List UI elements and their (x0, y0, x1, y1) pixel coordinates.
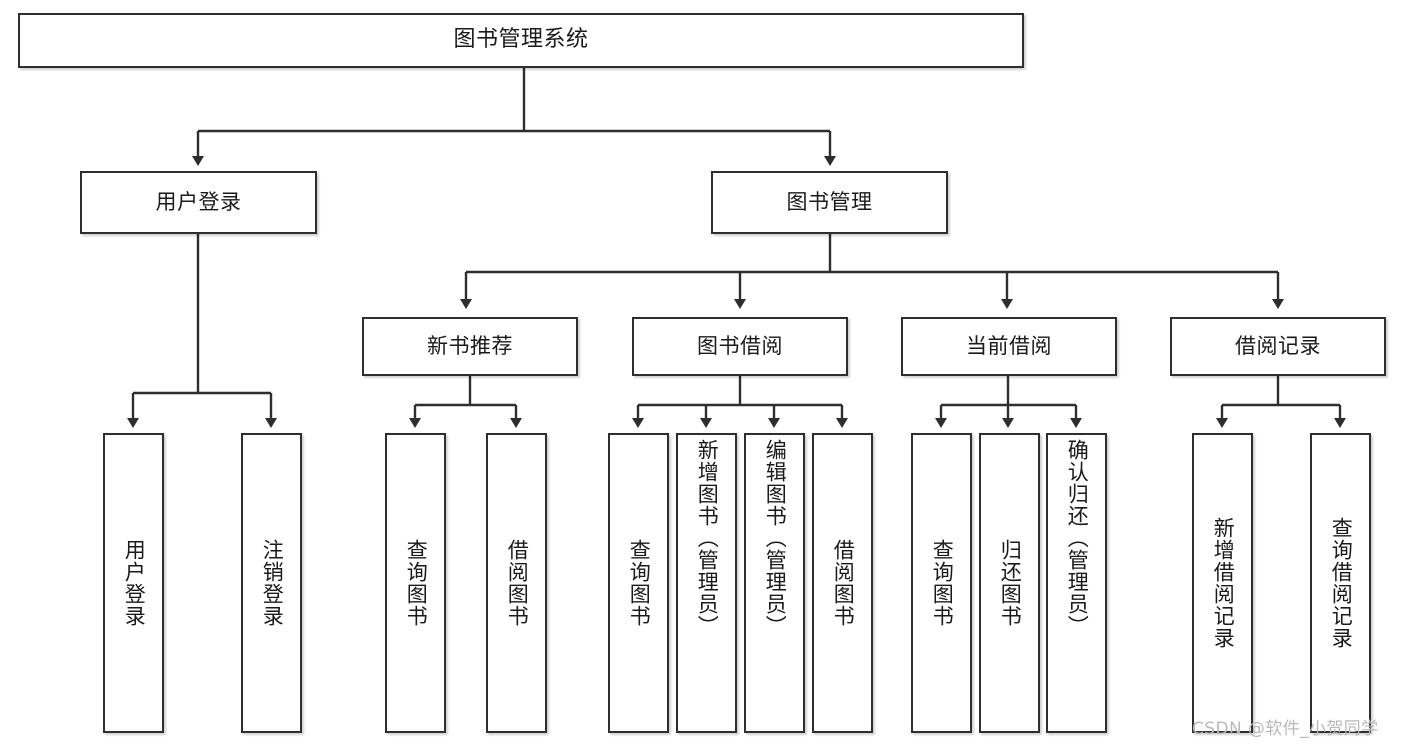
node-label: 图书借阅 (697, 333, 783, 358)
node-label: 新书推荐 (427, 333, 513, 358)
node-label: 查询图书 (404, 539, 429, 627)
leaf-borrow-record-add-record[interactable]: 新增借阅记录 (1192, 433, 1253, 733)
node-label: 注销登录 (260, 539, 285, 627)
node-label: 借阅记录 (1235, 333, 1321, 358)
node-label: 当前借阅 (966, 333, 1052, 358)
node-borrowing-records[interactable]: 借阅记录 (1170, 317, 1386, 376)
node-label: 编辑图书（管理员） (763, 439, 788, 637)
node-label: 查询借阅记录 (1329, 517, 1354, 649)
leaf-current-borrow-confirm-return-admin[interactable]: 确认归还（管理员） (1046, 433, 1107, 733)
leaf-borrow-record-query-record[interactable]: 查询借阅记录 (1310, 433, 1371, 733)
node-label: 查询图书 (930, 539, 955, 627)
node-book-management[interactable]: 图书管理 (711, 171, 948, 234)
node-label: 图书管理系统 (453, 27, 589, 53)
leaf-book-borrow-add-book-admin[interactable]: 新增图书（管理员） (676, 433, 737, 733)
leaf-current-borrow-query-books[interactable]: 查询图书 (911, 433, 972, 733)
node-new-book-recommendation[interactable]: 新书推荐 (362, 317, 578, 376)
leaf-new-book-borrow-books[interactable]: 借阅图书 (486, 433, 547, 733)
node-label: 借阅图书 (505, 539, 530, 627)
leaf-new-book-query-books[interactable]: 查询图书 (385, 433, 446, 733)
leaf-book-borrow-borrow-books[interactable]: 借阅图书 (812, 433, 873, 733)
leaf-user-login-signin[interactable]: 用户登录 (103, 433, 164, 733)
watermark-text: CSDN @软件_小贺同学 (1192, 719, 1379, 739)
node-label: 新增图书（管理员） (695, 439, 720, 637)
node-label: 归还图书 (998, 539, 1023, 627)
node-label: 新增借阅记录 (1211, 517, 1236, 649)
node-label: 用户登录 (155, 189, 242, 214)
leaf-book-borrow-query-books[interactable]: 查询图书 (608, 433, 669, 733)
node-label: 确认归还（管理员） (1065, 439, 1090, 637)
node-book-borrowing[interactable]: 图书借阅 (632, 317, 848, 376)
node-user-login[interactable]: 用户登录 (80, 171, 317, 234)
node-label: 图书管理 (786, 189, 873, 214)
leaf-book-borrow-edit-book-admin[interactable]: 编辑图书（管理员） (744, 433, 805, 733)
node-label: 借阅图书 (831, 539, 856, 627)
leaf-current-borrow-return-books[interactable]: 归还图书 (979, 433, 1040, 733)
node-current-borrowing[interactable]: 当前借阅 (901, 317, 1117, 376)
node-label: 用户登录 (122, 539, 147, 627)
leaf-user-login-signout[interactable]: 注销登录 (241, 433, 302, 733)
node-label: 查询图书 (627, 539, 652, 627)
node-root-book-management-system[interactable]: 图书管理系统 (18, 13, 1024, 68)
